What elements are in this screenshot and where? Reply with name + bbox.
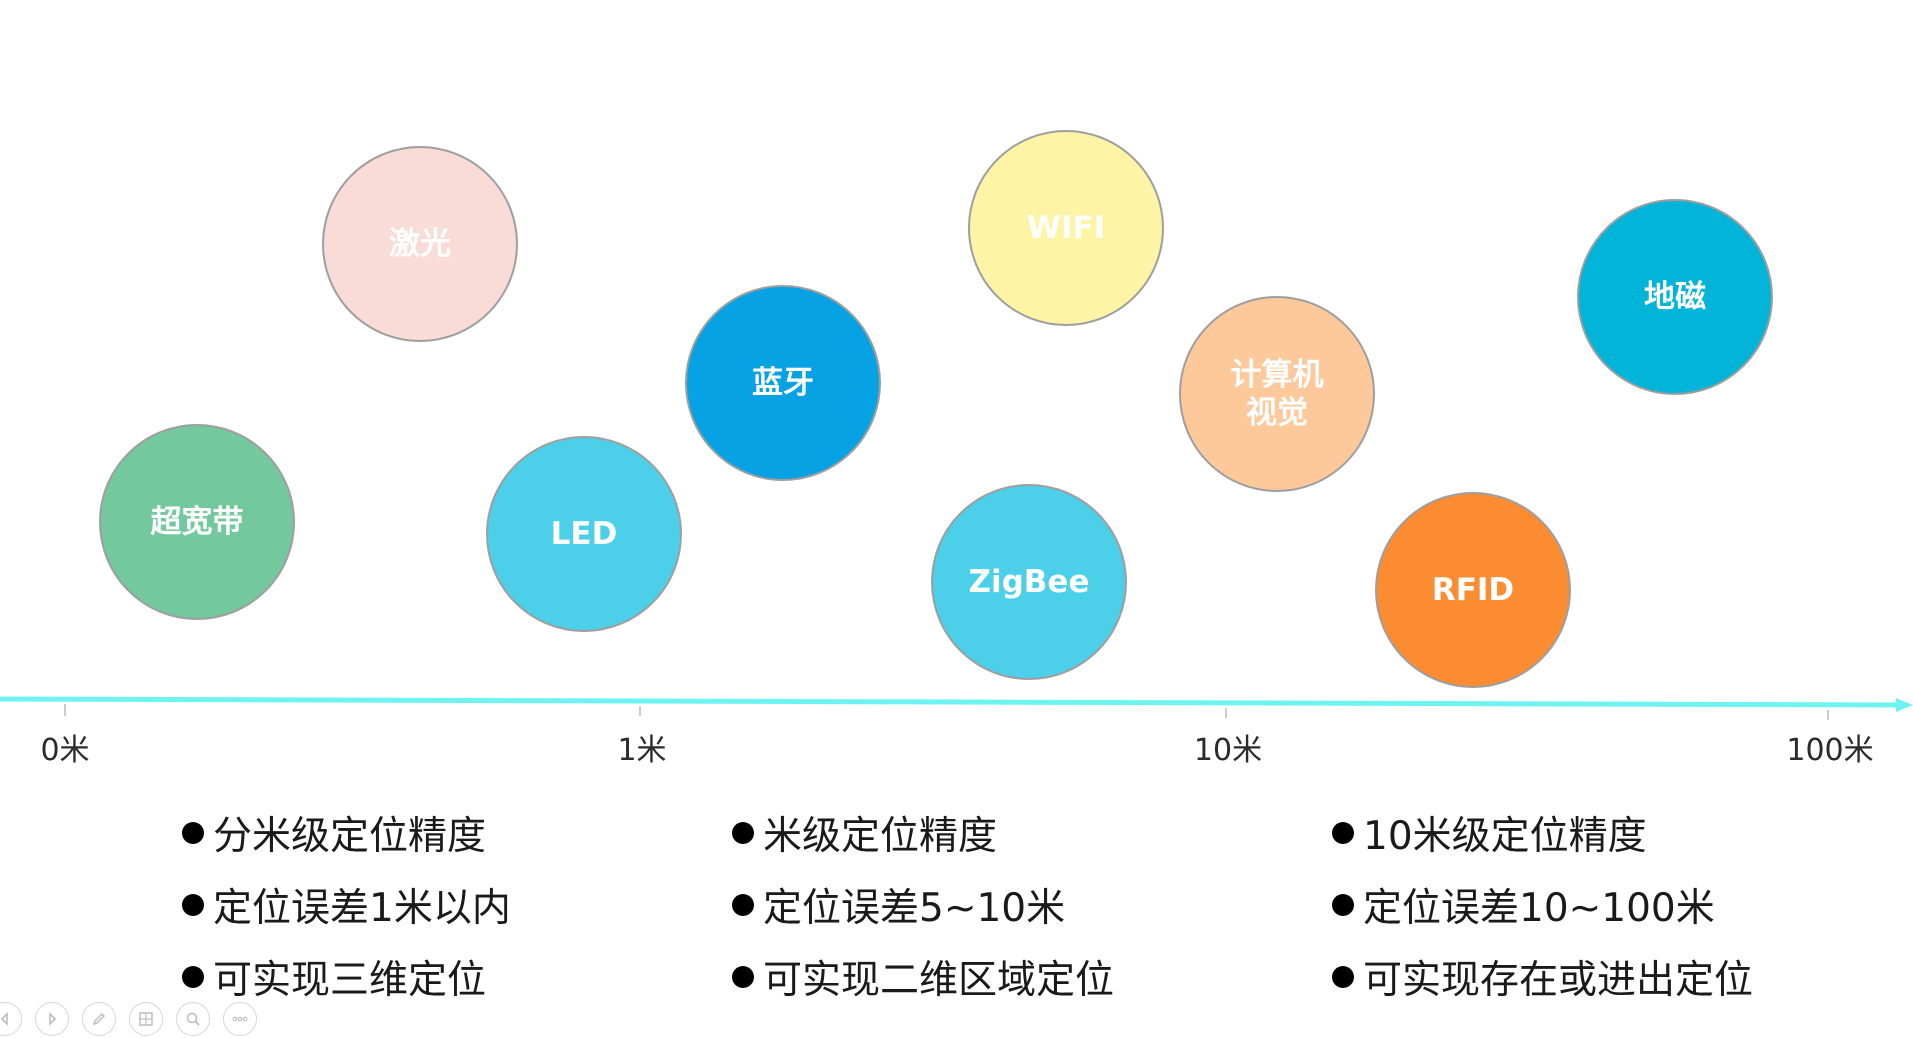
bullet-dot: [732, 822, 754, 844]
bullet-text: 10米级定位精度: [1363, 814, 1647, 859]
bullet-item: 可实现三维定位: [182, 941, 511, 1013]
zoom-button[interactable]: [176, 1002, 210, 1036]
bubble-label: LED: [550, 516, 618, 552]
bubble-laser: 激光: [322, 146, 518, 342]
distance-axis: [0, 696, 1913, 720]
next-slide-button[interactable]: [35, 1002, 69, 1036]
bullet-text: 可实现存在或进出定位: [1363, 958, 1754, 1003]
bullet-text: 定位误差1米以内: [213, 886, 511, 931]
slides-grid-icon: [139, 1012, 153, 1026]
bullet-text: 分米级定位精度: [213, 814, 487, 859]
bullet-dot: [732, 894, 754, 916]
zoom-icon: [186, 1012, 200, 1026]
previous-slide-button[interactable]: [0, 1002, 22, 1036]
bullet-item: 定位误差1米以内: [182, 869, 511, 941]
bubble-uwb: 超宽带: [99, 424, 295, 620]
more-options-button[interactable]: [223, 1002, 257, 1036]
bubble-label: RFID: [1431, 572, 1515, 608]
bullet-item: 米级定位精度: [732, 797, 1114, 869]
bullet-item: 10米级定位精度: [1332, 797, 1753, 869]
bubble-label: 计算机 视觉: [1230, 357, 1324, 431]
bullet-dot: [182, 894, 204, 916]
bullet-item: 可实现二维区域定位: [732, 941, 1114, 1013]
bubble-label: 超宽带: [150, 504, 244, 540]
bullet-text: 可实现二维区域定位: [763, 958, 1115, 1003]
presentation-toolbar: [0, 1000, 270, 1038]
tick-label-0m: 0米: [40, 733, 90, 768]
previous-icon: [0, 1012, 8, 1026]
bullet-text: 定位误差5~10米: [763, 886, 1066, 931]
bullet-text: 定位误差10~100米: [1363, 886, 1715, 931]
bullet-dot: [182, 966, 204, 988]
bullet-text: 米级定位精度: [763, 814, 998, 859]
slide-overview-button[interactable]: [129, 1002, 163, 1036]
bubble-led: LED: [486, 436, 682, 632]
more-icon: [232, 1016, 248, 1022]
tick-label-10m: 10米: [1193, 733, 1263, 768]
bullet-text: 可实现三维定位: [213, 958, 487, 1003]
bullet-item: 定位误差10~100米: [1332, 869, 1753, 941]
bubble-label: WIFI: [1026, 210, 1106, 246]
bubble-label: 蓝牙: [752, 365, 814, 401]
axis-line: [0, 696, 1901, 708]
bubble-computer-vision: 计算机 视觉: [1179, 296, 1375, 492]
axis-arrowhead: [1896, 698, 1913, 712]
bubble-label: 地磁: [1644, 279, 1706, 315]
next-icon: [49, 1012, 57, 1026]
pen-icon: [92, 1012, 106, 1026]
bullet-dot: [1332, 894, 1354, 916]
bubble-label: ZigBee: [968, 564, 1090, 600]
bullet-item: 分米级定位精度: [182, 797, 511, 869]
bubble-bluetooth: 蓝牙: [685, 285, 881, 481]
bubble-label: 激光: [389, 226, 451, 262]
bullet-dot: [1332, 822, 1354, 844]
tick-label-1m: 1米: [617, 733, 667, 768]
pen-tool-button[interactable]: [82, 1002, 116, 1036]
bullet-dot: [182, 822, 204, 844]
bullet-item: 可实现存在或进出定位: [1332, 941, 1753, 1013]
bullet-dot: [1332, 966, 1354, 988]
precision-column-decimeter: 分米级定位精度 定位误差1米以内 可实现三维定位: [182, 797, 511, 1013]
tick-label-100m: 100米: [1786, 733, 1874, 768]
bubble-wifi: WIFI: [968, 130, 1164, 326]
precision-column-ten-meter: 10米级定位精度 定位误差10~100米 可实现存在或进出定位: [1332, 797, 1753, 1013]
bubble-geomagnetic: 地磁: [1577, 199, 1773, 395]
bubble-rfid: RFID: [1375, 492, 1571, 688]
bubble-zigbee: ZigBee: [931, 484, 1127, 680]
bullet-item: 定位误差5~10米: [732, 869, 1114, 941]
bullet-dot: [732, 966, 754, 988]
precision-column-meter: 米级定位精度 定位误差5~10米 可实现二维区域定位: [732, 797, 1114, 1013]
